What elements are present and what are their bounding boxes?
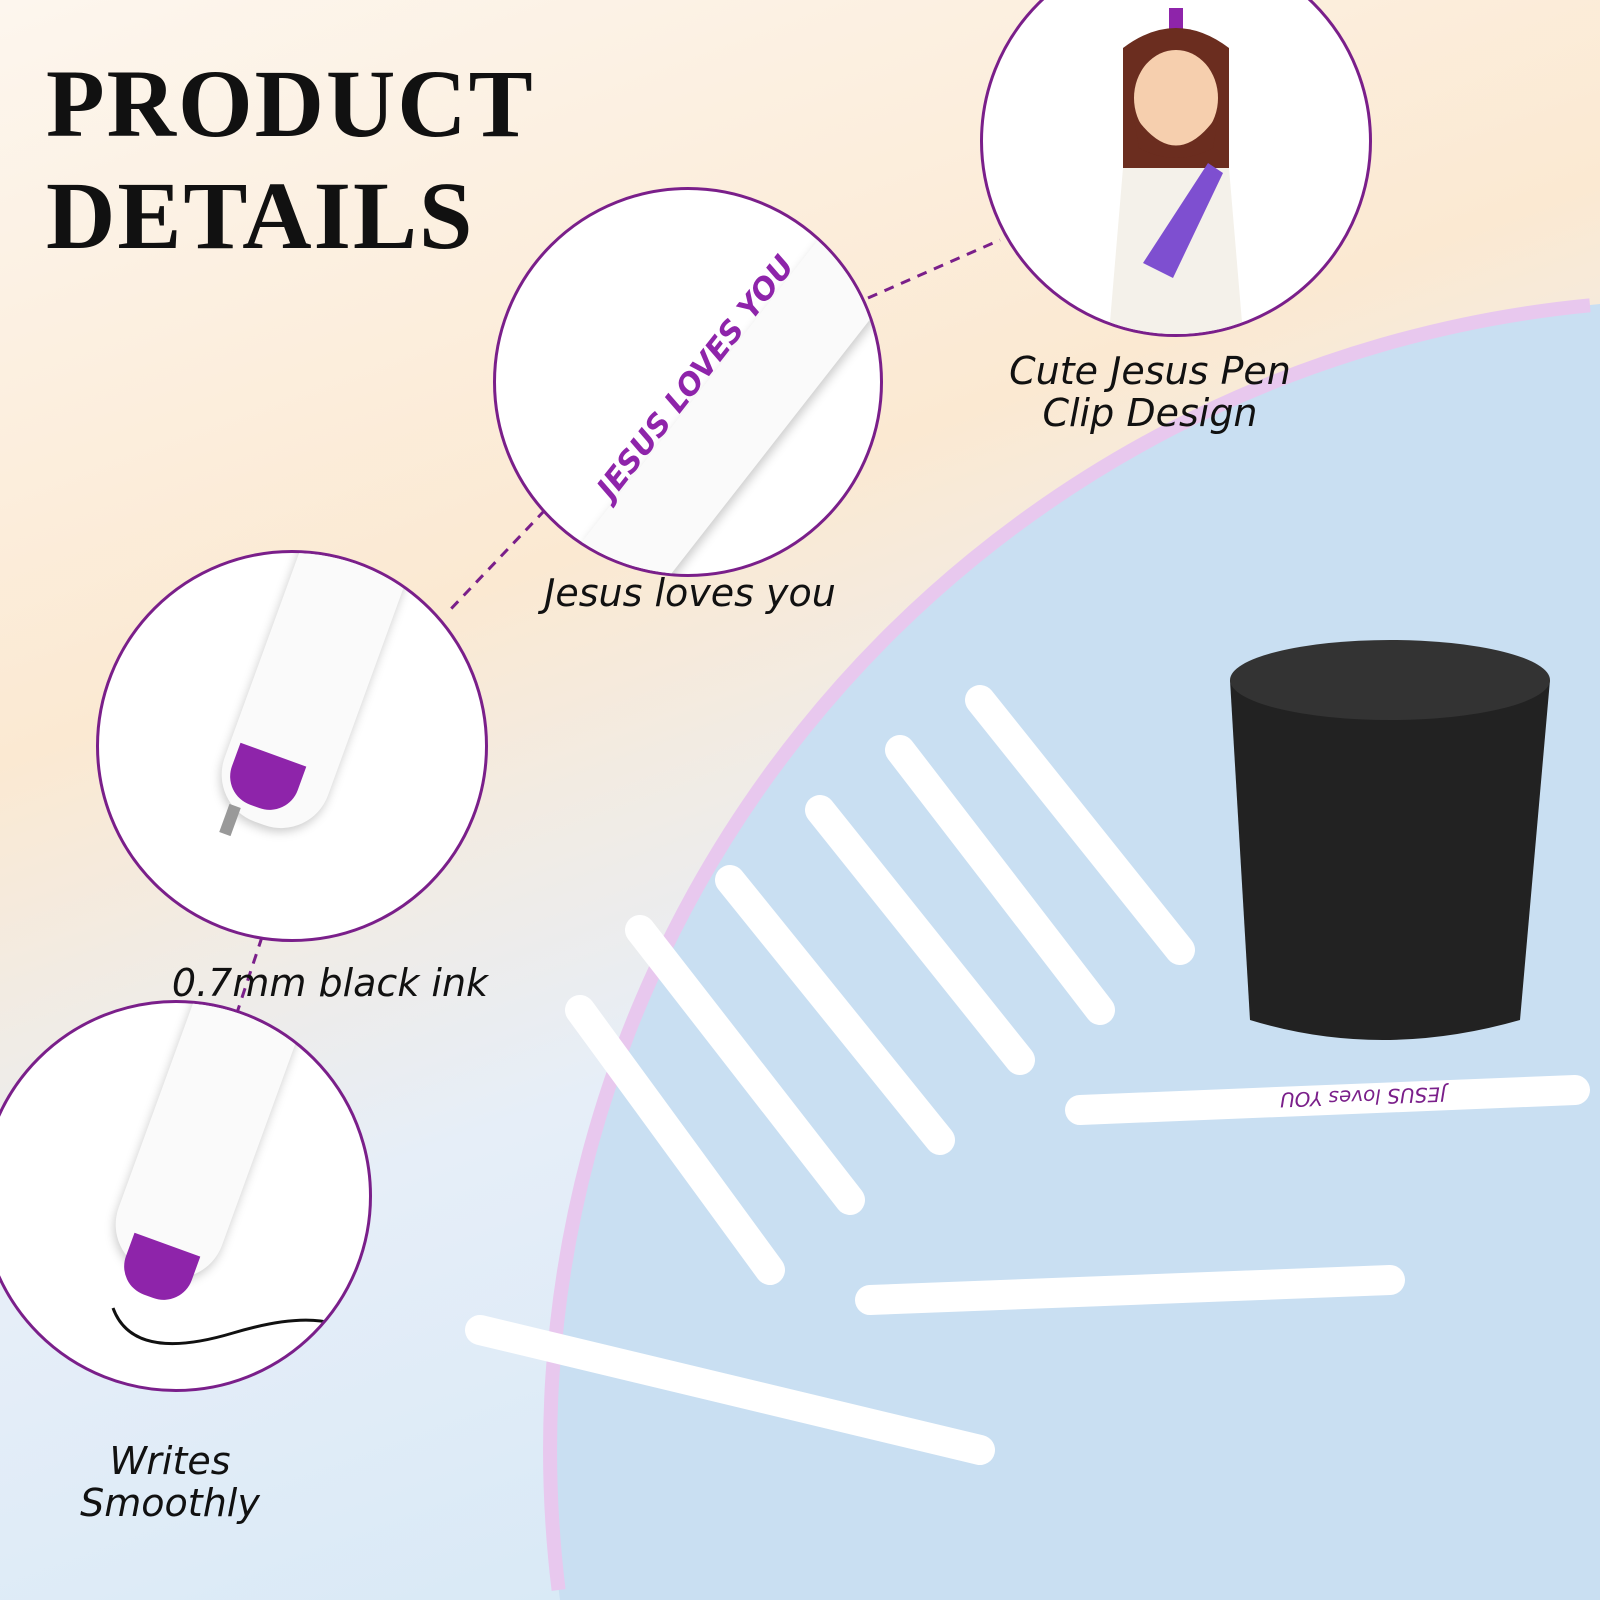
callout-ink [96,550,488,942]
photo-arc-border [543,298,1591,1591]
label-clip-design: Cute Jesus Pen Clip Design [1009,349,1291,435]
label-ink: 0.7mm black ink [171,961,489,1005]
label-writing: Writes Smoothly [80,1439,260,1525]
callout-imprint: JESUS LOVES YOU [493,187,883,577]
title-line-1: PRODUCT [46,50,535,157]
callout-writing [0,1000,372,1392]
title-line-2: DETAILS [46,162,475,269]
pen-holder [1230,640,1550,1040]
page-title: PRODUCT DETAILS [46,48,535,272]
label-imprint: Jesus loves you [544,571,836,615]
callout-clip-design [980,0,1372,337]
pens [465,685,1590,1465]
jesus-clip-icon [1109,8,1243,334]
